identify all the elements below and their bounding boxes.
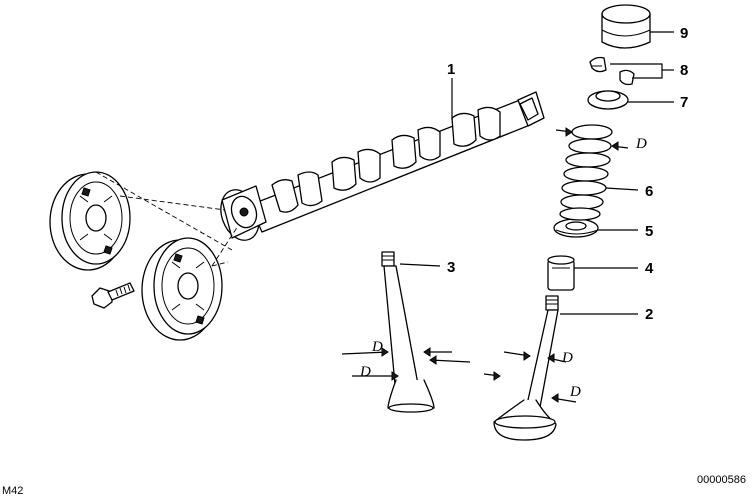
camshaft-sprocket-rear [49,171,131,271]
dimension-label-d: D [635,136,647,152]
leader-lines [399,31,674,315]
camshaft-sprocket-front [141,237,223,341]
spring-retainer [587,90,629,110]
cam-lobes [271,106,501,213]
camshaft [220,91,545,241]
callout-3: 3 [447,259,455,276]
callout-6: 6 [645,183,653,200]
valve-spring [559,124,613,221]
spring-seat [553,218,599,238]
valve-keepers [589,56,635,86]
callout-9: 9 [680,25,688,42]
alignment-lines [95,171,239,267]
callout-1: 1 [447,61,455,78]
valve-2 [493,295,559,441]
dimension-label-d: D [371,339,383,355]
callout-7: 7 [680,94,688,111]
hydraulic-tappet [601,4,651,49]
callout-2: 2 [645,306,653,323]
callout-8: 8 [680,62,688,79]
diagram-number: 00000586 [697,474,746,486]
callout-5: 5 [645,223,653,240]
dimension-label-d: D [569,384,581,400]
sprocket-bolt [91,282,135,309]
valve-stem-seal [547,255,575,291]
valve-3 [381,251,435,413]
engine-code: M42 [2,485,23,497]
dimension-markers [341,127,629,403]
dimension-label-d: D [359,364,371,380]
callout-4: 4 [645,260,654,277]
dimension-label-d: D [561,350,573,366]
